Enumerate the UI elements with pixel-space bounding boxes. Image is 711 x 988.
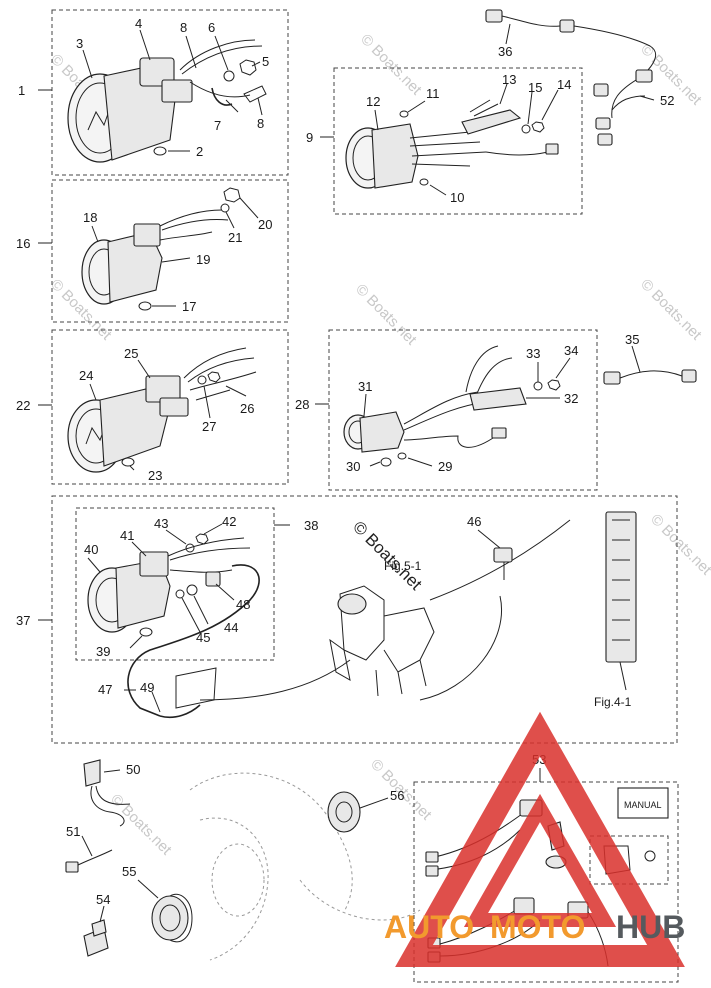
group-28-gauge: 28 31 33 34 32 30 29 35 [295, 329, 697, 491]
part-19-label: 19 [196, 252, 210, 267]
part-29-label: 29 [438, 459, 452, 474]
part-7-label: 7 [214, 118, 221, 133]
part-52-label: 52 [660, 93, 674, 108]
part-25-label: 25 [124, 346, 138, 361]
part-42-label: 42 [222, 514, 236, 529]
part-23-label: 23 [148, 468, 162, 483]
group-22-gauge: 22 24 25 26 27 23 [16, 329, 289, 485]
group-53-box [413, 781, 679, 983]
group-1-tachometer: 1 3 4 8 6 5 7 8 2 [18, 9, 289, 176]
part-18-label: 18 [83, 210, 97, 225]
part-34-label: 34 [564, 343, 578, 358]
part-2-label: 2 [196, 144, 203, 159]
part-39-label: 39 [96, 644, 110, 659]
group-box [333, 67, 583, 215]
part-47-label: 47 [98, 682, 112, 697]
part-17-label: 17 [182, 299, 196, 314]
fig-5-1-label: Fig.5-1 [384, 559, 422, 573]
part-36-label: 36 [498, 44, 512, 59]
part-16-label: 16 [16, 236, 30, 251]
watermark: © Boats.net [357, 31, 425, 99]
part-40-label: 40 [84, 542, 98, 557]
group-box [51, 329, 289, 485]
fig-4-1-label: Fig.4-1 [594, 695, 632, 709]
part-1-label: 1 [18, 83, 25, 98]
part-56-label: 56 [390, 788, 404, 803]
part-24-label: 24 [79, 368, 93, 383]
watermark-main: © Boats.net [349, 517, 426, 594]
part-35-label: 35 [625, 332, 639, 347]
part-22-label: 22 [16, 398, 30, 413]
manual-label: MANUAL [624, 800, 662, 810]
automotohub-logo: AUTO MOTO HUB [384, 711, 685, 967]
part-9-label: 9 [306, 130, 313, 145]
part-32-label: 32 [564, 391, 578, 406]
part-30-label: 30 [346, 459, 360, 474]
subgroup-38-box [75, 507, 275, 661]
part-12-label: 12 [366, 94, 380, 109]
part-8-label: 8 [257, 116, 264, 131]
part-27-label: 27 [202, 419, 216, 434]
watermark: © Boats.net [352, 281, 420, 349]
part-14-label: 14 [557, 77, 571, 92]
part-26-label: 26 [240, 401, 254, 416]
part-5-label: 5 [262, 54, 269, 69]
part-28-label: 28 [295, 397, 309, 412]
brand-moto: MOTO [490, 909, 585, 945]
part-4-label: 4 [135, 16, 142, 31]
watermark: © Boats.net [637, 276, 705, 344]
part-41-label: 41 [120, 528, 134, 543]
watermark: © Boats.net [107, 791, 175, 859]
part-37-label: 37 [16, 613, 30, 628]
part-44-label: 44 [224, 620, 238, 635]
group-37-trim-meter: 37 38 40 41 43 42 48 44 45 39 47 49 46 F… [16, 495, 678, 744]
part-21-label: 21 [228, 230, 242, 245]
part-11-label: 11 [426, 86, 440, 101]
part-6-label: 6 [208, 20, 215, 35]
watermark: © Boats.net [647, 511, 711, 579]
part-45-label: 45 [196, 630, 210, 645]
part-8-label: 8 [180, 20, 187, 35]
part-31-label: 31 [358, 379, 372, 394]
harness-36-52: 36 52 [485, 9, 674, 146]
brand-hub: HUB [616, 909, 685, 945]
part-10-label: 10 [450, 190, 464, 205]
part-55-label: 55 [122, 864, 136, 879]
part-49-label: 49 [140, 680, 154, 695]
part-46-label: 46 [467, 514, 481, 529]
group-box [51, 9, 289, 176]
part-20-label: 20 [258, 217, 272, 232]
part-15-label: 15 [528, 80, 542, 95]
group-box [328, 329, 598, 491]
part-3-label: 3 [76, 36, 83, 51]
part-43-label: 43 [154, 516, 168, 531]
part-54-label: 54 [96, 892, 110, 907]
part-50-label: 50 [126, 762, 140, 777]
part-48-label: 48 [236, 597, 250, 612]
brand-auto: AUTO [384, 909, 474, 945]
part-13-label: 13 [502, 72, 516, 87]
group-9-speedometer: 9 12 11 13 15 14 10 [306, 67, 583, 215]
part-33-label: 33 [526, 346, 540, 361]
part-51-label: 51 [66, 824, 80, 839]
group-16-gauge: 16 18 19 21 20 17 [16, 179, 289, 323]
part-38-label: 38 [304, 518, 318, 533]
